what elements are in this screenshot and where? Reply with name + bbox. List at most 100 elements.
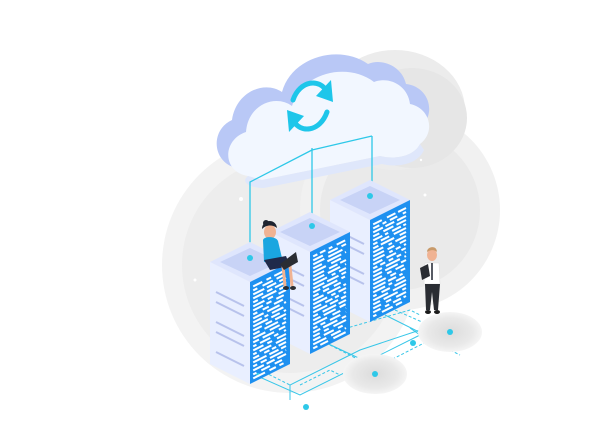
panel-light [278, 325, 286, 331]
panel-light [328, 245, 333, 250]
panel-light [331, 272, 336, 277]
panel-light [312, 325, 318, 330]
panel-light [392, 283, 407, 292]
man-with-tablet [420, 247, 441, 314]
panel-light [252, 354, 260, 360]
panel-light [394, 279, 407, 287]
panel-light [372, 277, 387, 286]
panel-light [312, 294, 325, 302]
panel-light [386, 252, 397, 259]
panel-light [372, 246, 384, 254]
panel-light [252, 299, 259, 304]
panel-light [262, 279, 274, 287]
panel-light [327, 248, 343, 258]
panel-light [342, 283, 347, 287]
panel-light [252, 311, 258, 316]
panel-light [252, 344, 264, 352]
panel-light [259, 344, 272, 353]
panel-light [252, 371, 257, 376]
panel-light [312, 253, 318, 258]
panel-light [399, 231, 407, 237]
panel-light [278, 362, 284, 367]
panel-light [332, 309, 341, 316]
panel-light [403, 295, 407, 299]
panel-light [381, 287, 391, 294]
panel-light [322, 279, 338, 289]
panel-light [266, 287, 273, 293]
panel-light [344, 327, 347, 330]
panel-light [262, 331, 275, 339]
panel-light [319, 340, 329, 346]
panel-light [385, 258, 401, 267]
panel-light [382, 225, 394, 233]
panel-light [380, 235, 390, 242]
panel-light [330, 292, 337, 297]
panel-light [344, 251, 347, 254]
panel-light [312, 336, 327, 346]
panel-light [384, 303, 390, 308]
panel-light [322, 319, 338, 329]
panel-light [372, 285, 386, 294]
panel-light [330, 329, 342, 337]
cloud [216, 54, 430, 188]
panel-light [372, 275, 383, 282]
panel-light [340, 275, 346, 280]
panel-light [283, 329, 287, 332]
server-panel-lights [372, 207, 407, 318]
panel-light [327, 247, 339, 254]
panel-light [343, 291, 347, 295]
panel-light [273, 298, 284, 305]
network-node-right [418, 312, 482, 352]
panel-light [252, 318, 269, 328]
panel-light [252, 331, 266, 340]
panel-light [326, 253, 342, 263]
panel-light [381, 305, 394, 313]
panel-light [267, 295, 274, 301]
panel-light [388, 257, 394, 262]
panel-light [323, 308, 337, 317]
panel-light [266, 276, 272, 281]
panel-light [334, 294, 340, 299]
panel-light [394, 235, 407, 243]
panel-light [380, 237, 395, 246]
panel-light [323, 329, 335, 336]
panel-light [385, 221, 395, 228]
panel-light [252, 280, 263, 288]
panel-light [400, 259, 407, 264]
network-dot [410, 340, 416, 346]
panel-light [281, 321, 287, 325]
panel-light [326, 285, 341, 295]
panel-light [283, 317, 287, 321]
panel-light [252, 330, 261, 336]
panel-light [269, 350, 284, 359]
panel-light [386, 270, 393, 275]
panel-light [330, 257, 342, 265]
panel-light [333, 281, 342, 287]
panel-light [389, 272, 397, 277]
panel-light [395, 264, 405, 271]
panel-light [264, 313, 269, 318]
panel-light [312, 315, 321, 322]
panel-light [384, 232, 389, 236]
panel-light [260, 358, 268, 364]
panel-light [328, 263, 339, 270]
panel-light [252, 338, 260, 344]
panel-light [372, 226, 384, 234]
panel-light [283, 309, 287, 313]
panel-light [312, 327, 321, 334]
panel-light [252, 363, 258, 368]
sync-arrows-icon [287, 80, 333, 132]
panel-light [312, 303, 322, 310]
panel-light [401, 287, 407, 291]
panel-light [312, 254, 324, 262]
panel-light [275, 294, 285, 300]
panel-light [265, 320, 273, 326]
panel-light [385, 298, 392, 303]
panel-light [400, 267, 406, 272]
panel-light [312, 265, 327, 274]
panel-light [372, 234, 383, 242]
server-panel-lights [312, 239, 347, 350]
panel-light [372, 281, 386, 290]
panel-light [344, 263, 347, 266]
